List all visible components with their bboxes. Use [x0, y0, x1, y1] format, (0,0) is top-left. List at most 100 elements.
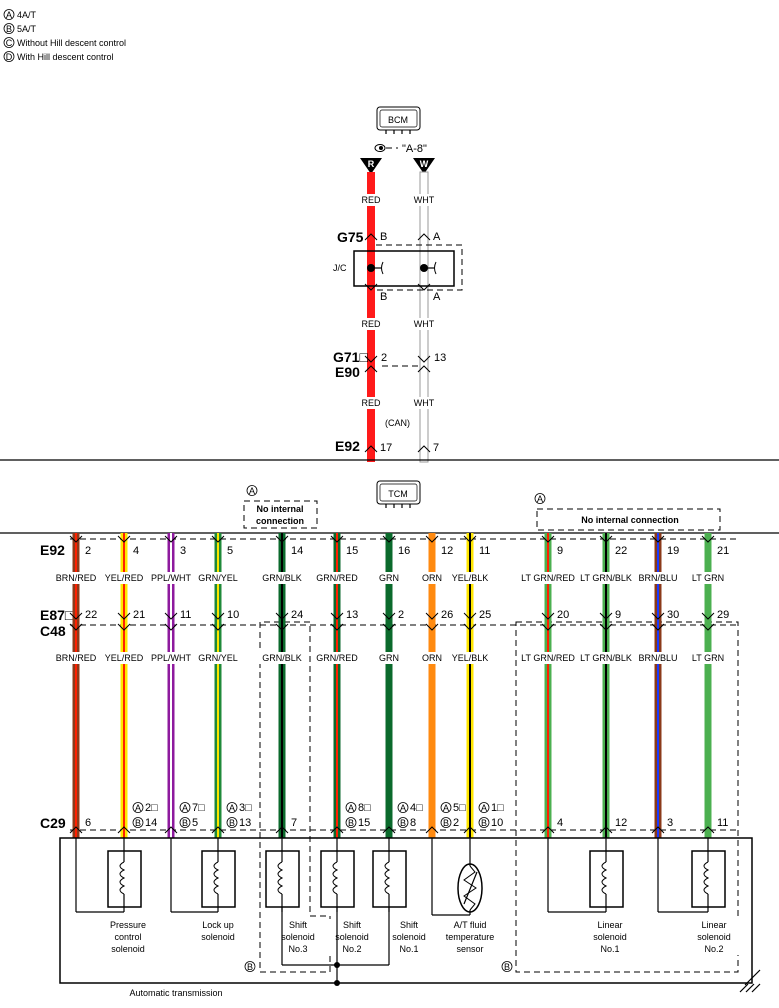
label-bg [363, 652, 415, 664]
splice-dot [334, 962, 340, 968]
variant-b-mark-circle [345, 817, 357, 828]
ground-icon [739, 983, 749, 993]
no-internal-text: connection [256, 516, 304, 526]
eye-icon-pupil [379, 146, 383, 150]
variant-b-mark: B [348, 818, 354, 828]
pin-g75-bottom: A [433, 291, 441, 303]
pin-c29-variant-b: 2 [453, 817, 459, 829]
connector-chevron [275, 535, 289, 543]
variant-a-mark-circle [478, 802, 490, 813]
wire-color-code: LT GRN [692, 653, 724, 663]
pin-e87: 26 [441, 609, 453, 621]
automatic-transmission-label: Automatic transmission [129, 988, 222, 998]
wire-color-code: RED [361, 319, 381, 329]
pin-e87: 10 [227, 609, 239, 621]
variant-b-mark: B [481, 818, 487, 828]
no-internal-mark-left-circle [246, 485, 258, 496]
legend-mark-circle [3, 37, 15, 48]
label-bg [356, 397, 386, 409]
wire-color-code: BRN/BLU [638, 653, 677, 663]
wire-color-code: PPL/WHT [151, 573, 192, 583]
can-wire-white [419, 171, 429, 463]
label-bg [381, 919, 437, 931]
b-mark-right-circle [501, 961, 513, 972]
label-bg [100, 943, 156, 955]
component-label: No.3 [288, 944, 307, 954]
wire-color-code: LT GRN/RED [521, 653, 575, 663]
eye-icon [374, 144, 386, 152]
connector-chevron [211, 623, 225, 631]
label-bg [270, 943, 326, 955]
wire-color-code: GRN/RED [316, 653, 358, 663]
b-mark-left: B [247, 962, 253, 972]
label-bg [686, 943, 742, 955]
connector-chevron [541, 826, 555, 834]
label-bg [582, 943, 638, 955]
label-bg [409, 397, 439, 409]
pin-e87: 29 [717, 609, 729, 621]
label-bg [381, 943, 437, 955]
connector-chevron [364, 355, 378, 363]
wire-color-code: LT GRN/RED [521, 573, 575, 583]
wire-stripe [605, 533, 607, 838]
variant-a-mark: A [443, 803, 449, 813]
variant-b-mark-circle [132, 817, 144, 828]
label-bg [356, 194, 386, 206]
wire-color-code: LT GRN/BLK [580, 573, 632, 583]
label-bg [632, 572, 684, 584]
pin-g75: A [433, 231, 441, 243]
connector-chevron [117, 612, 131, 620]
no-internal-mark-left: A [249, 486, 255, 496]
legend-text: 5A/T [17, 24, 37, 34]
b-mark-left-circle [244, 961, 256, 972]
label-bg [324, 919, 380, 931]
label-bg [522, 652, 574, 664]
variant-b-mark: B [400, 818, 406, 828]
wire-color-code: YEL/BLK [452, 653, 489, 663]
legend-text: With Hill descent control [17, 52, 114, 62]
label-bg [98, 572, 150, 584]
pin-c29-variant-a: 5□ [453, 802, 466, 814]
wire-lt-grn [704, 533, 712, 838]
label-bg [192, 572, 244, 584]
label-bg [409, 318, 439, 330]
variant-a-mark: A [348, 803, 354, 813]
component-label: No.2 [704, 944, 723, 954]
label-bg [256, 652, 308, 664]
connector-chevron [69, 612, 83, 620]
label-bg [632, 652, 684, 664]
pin-e92: 22 [615, 545, 627, 557]
component-label: solenoid [111, 944, 145, 954]
connector-chevron [651, 535, 665, 543]
connector-chevron [541, 623, 555, 631]
no-internal-mark-right: A [537, 494, 543, 504]
legend-mark: C [6, 38, 13, 48]
variant-b-mark-circle [226, 817, 238, 828]
label-bg [381, 931, 437, 943]
pin-e87: 21 [133, 609, 145, 621]
bcm-module-box [376, 106, 421, 131]
connector-chevron [211, 612, 225, 620]
pin-g75-bottom: B [380, 291, 387, 303]
pin-c29-variant-b: 5 [192, 817, 198, 829]
variant-a-mark-circle [132, 802, 144, 813]
wire-stripe [123, 533, 125, 838]
wire-grn [385, 533, 393, 838]
variant-a-mark-circle [440, 802, 452, 813]
pin-e87: 30 [667, 609, 679, 621]
wire-color-code: RED [361, 398, 381, 408]
connector-chevron [164, 623, 178, 631]
wire-color-code: BRN/RED [56, 653, 97, 663]
coil-icon [332, 861, 339, 895]
connector-chevron [117, 623, 131, 631]
pin-c29: 12 [615, 817, 627, 829]
coil-icon [384, 861, 391, 895]
component-label: Linear [597, 920, 622, 930]
label-bg [324, 943, 380, 955]
connector-e92: E92 [40, 542, 65, 558]
junction-connector-box [353, 250, 455, 287]
no-internal-mark-right-circle [534, 493, 546, 504]
pin-e92: 14 [291, 545, 303, 557]
label-bg [682, 652, 734, 664]
pin-e92: 12 [441, 545, 453, 557]
